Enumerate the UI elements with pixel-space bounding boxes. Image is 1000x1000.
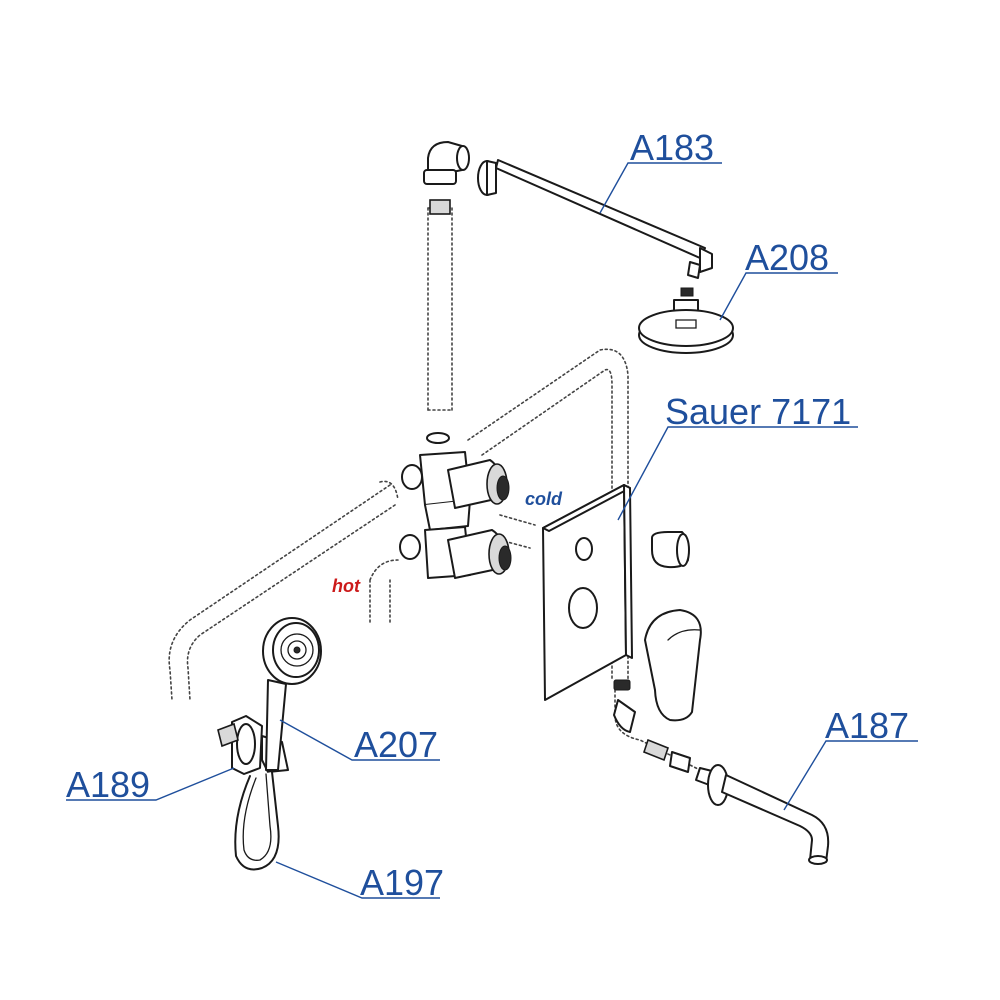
- label-a187: A187: [825, 705, 909, 746]
- label-hot: hot: [332, 576, 361, 596]
- shower-arm: [477, 159, 713, 279]
- label-sauer-7171: Sauer 7171: [665, 391, 851, 432]
- bath-spout: [707, 764, 830, 865]
- handle-parts: [644, 531, 702, 722]
- part-labels: A183 A208 Sauer 7171 A207 A187 A189 A197…: [66, 127, 909, 903]
- label-a189: A189: [66, 764, 150, 805]
- cover-panel: [542, 484, 633, 701]
- valve-body: [399, 432, 512, 579]
- label-cold: cold: [525, 489, 563, 509]
- leader-lines: [66, 162, 918, 899]
- label-a197: A197: [360, 862, 444, 903]
- top-elbow-fitting: [423, 141, 470, 215]
- shower-head: [638, 287, 734, 354]
- label-a207: A207: [354, 724, 438, 765]
- label-a183: A183: [630, 127, 714, 168]
- shower-hose: [234, 771, 280, 871]
- label-a208: A208: [745, 237, 829, 278]
- hand-shower: [262, 617, 322, 771]
